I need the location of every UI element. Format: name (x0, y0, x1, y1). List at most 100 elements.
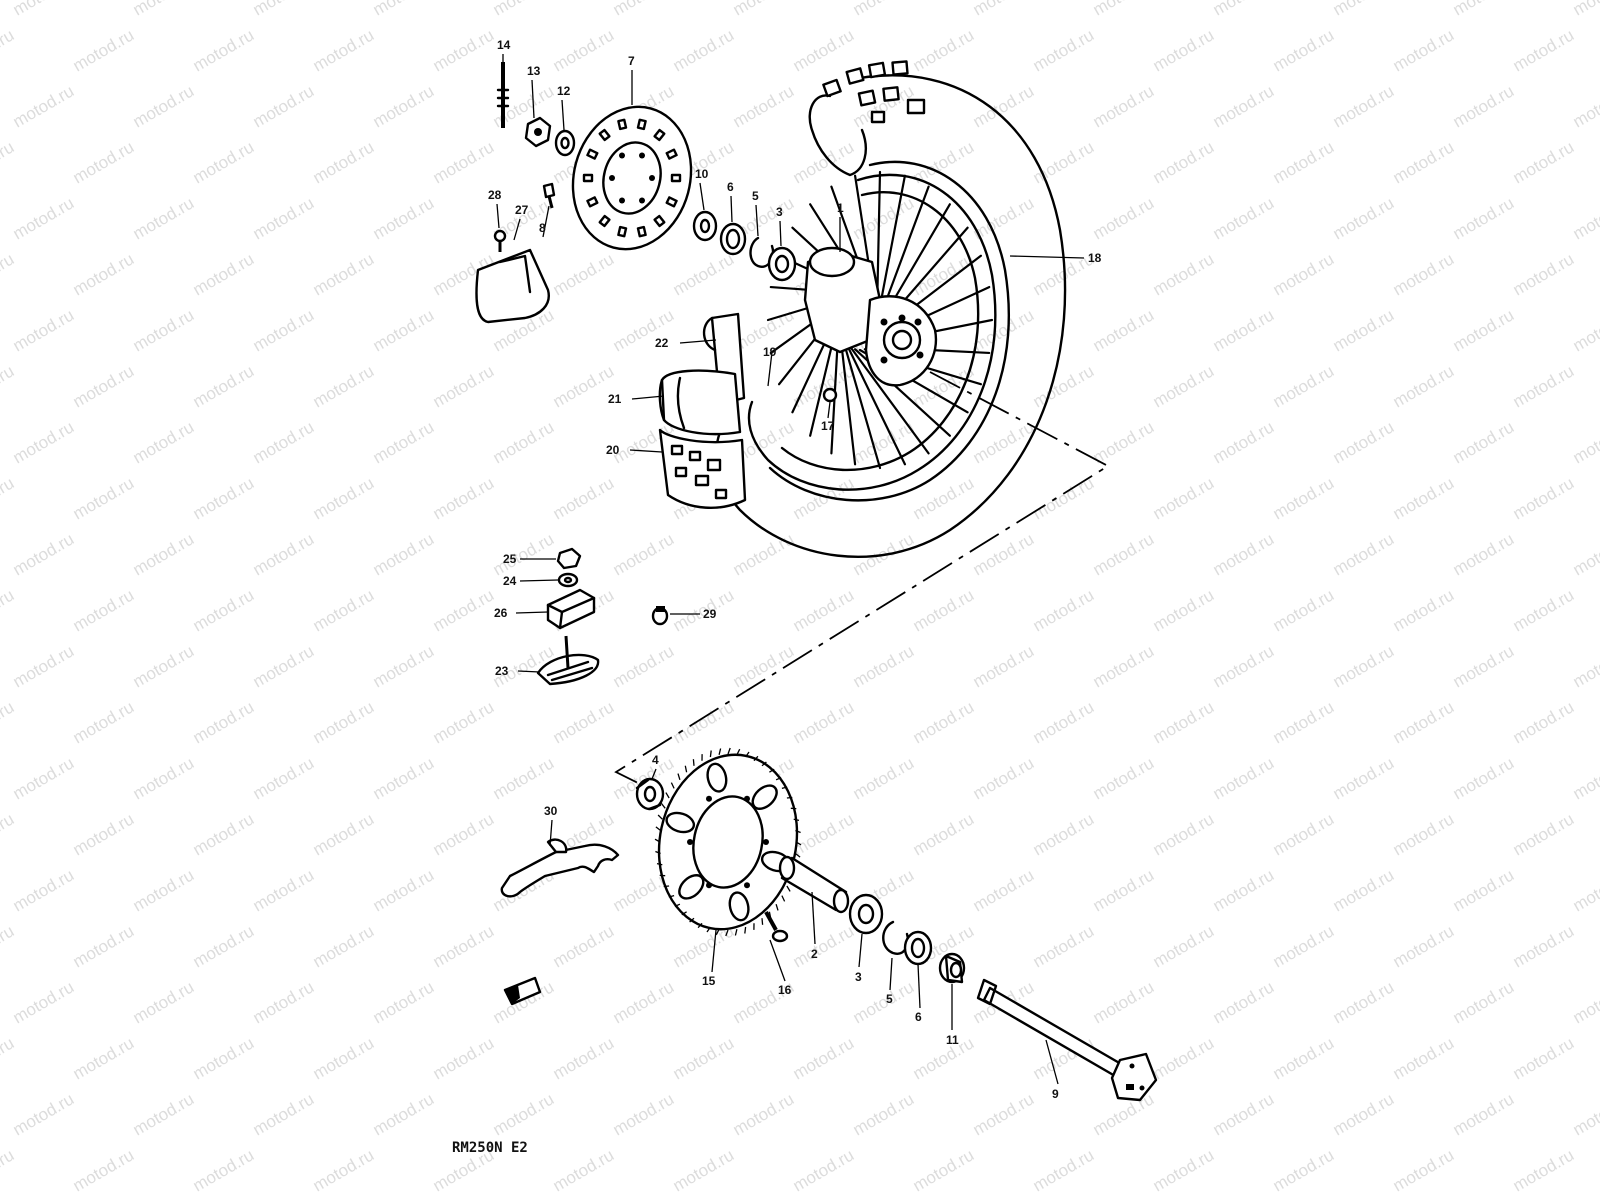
watermark-text: motod.ru (1390, 249, 1458, 299)
watermark-text: motod.ru (1330, 753, 1398, 803)
watermark-text: motod.ru (1330, 977, 1398, 1027)
watermark-text: motod.ru (1390, 585, 1458, 635)
watermark-text: motod.ru (1570, 305, 1600, 355)
callout-17: 17 (821, 419, 835, 433)
watermark-text: motod.ru (1090, 0, 1158, 19)
leader-line (1045, 1039, 1059, 1085)
watermark-text: motod.ru (1030, 585, 1098, 635)
watermark-text: motod.ru (1510, 809, 1578, 859)
watermark-text: motod.ru (1450, 977, 1518, 1027)
callout-3: 3 (776, 205, 783, 219)
watermark-text: motod.ru (1030, 473, 1098, 523)
watermark-text: motod.ru (430, 1033, 498, 1083)
watermark-text: motod.ru (1510, 473, 1578, 523)
callout-24: 24 (503, 574, 517, 588)
watermark-text: motod.ru (1330, 0, 1398, 19)
watermark-text: motod.ru (850, 1089, 918, 1139)
watermark-text: motod.ru (970, 0, 1038, 19)
watermark-text: motod.ru (490, 529, 558, 579)
leader-lines (496, 54, 1085, 1085)
watermark-text: motod.ru (0, 1145, 17, 1195)
watermark-text: motod.ru (190, 25, 258, 75)
watermark-text: motod.ru (1150, 473, 1218, 523)
watermark-text: motod.ru (1030, 697, 1098, 747)
watermark-text: motod.ru (1570, 417, 1600, 467)
watermark-text: motod.ru (310, 137, 378, 187)
rim-lock-parts (536, 547, 669, 686)
watermark-text: motod.ru (1210, 81, 1278, 131)
watermark-text: motod.ru (1210, 641, 1278, 691)
watermark-text: motod.ru (1570, 977, 1600, 1027)
watermark-text: motod.ru (790, 1145, 858, 1195)
watermark-text: motod.ru (490, 1089, 558, 1139)
watermark-text: motod.ru (10, 417, 78, 467)
disc-hole (653, 128, 666, 142)
callout-16: 16 (778, 983, 792, 997)
watermark-text: motod.ru (1450, 193, 1518, 243)
leader-line (679, 339, 717, 344)
watermark-text: motod.ru (250, 305, 318, 355)
watermark-text: motod.ru (430, 921, 498, 971)
spoke-wrench (500, 838, 620, 898)
watermark-text: motod.ru (670, 697, 738, 747)
watermark-text: motod.ru (70, 809, 138, 859)
tire-inner-edge (768, 160, 1010, 502)
disc-hole (670, 173, 682, 183)
leader-line (699, 182, 705, 211)
watermark-text: motod.ru (910, 697, 978, 747)
spoke (845, 342, 907, 466)
watermark-text: motod.ru (1510, 1145, 1578, 1195)
watermark-text: motod.ru (130, 1089, 198, 1139)
watermark-text: motod.ru (130, 865, 198, 915)
callout-6: 6 (727, 180, 734, 194)
watermark-text: motod.ru (1270, 921, 1338, 971)
watermark-text: motod.ru (1090, 865, 1158, 915)
disc-hole (586, 148, 599, 160)
watermark-text: motod.ru (70, 137, 138, 187)
rear-sprocket (654, 747, 802, 937)
sprocket-bolt-hole (687, 839, 693, 845)
watermark-text: motod.ru (850, 753, 918, 803)
watermark-text: motod.ru (970, 417, 1038, 467)
watermark-text: motod.ru (1270, 137, 1338, 187)
callout-2: 2 (811, 947, 818, 961)
watermark-text: motod.ru (430, 361, 498, 411)
watermark-text: motod.ru (0, 137, 17, 187)
watermark-text: motod.ru (1390, 473, 1458, 523)
sprocket-bolt-hole (744, 882, 750, 889)
watermark-text: motod.ru (1270, 697, 1338, 747)
watermark-text: motod.ru (610, 977, 678, 1027)
watermark-text: motod.ru (430, 473, 498, 523)
watermark-text: motod.ru (1270, 249, 1338, 299)
watermark-text: motod.ru (1390, 809, 1458, 859)
disc-hole (598, 214, 611, 228)
watermark-text: motod.ru (130, 753, 198, 803)
watermark-text: motod.ru (190, 473, 258, 523)
watermark-text: motod.ru (1390, 697, 1458, 747)
disc-washer (554, 129, 576, 157)
watermark-text: motod.ru (970, 865, 1038, 915)
watermark-text: motod.ru (1150, 1033, 1218, 1083)
watermark-text: motod.ru (550, 1033, 618, 1083)
watermark-text: motod.ru (10, 641, 78, 691)
callout-28: 28 (488, 188, 502, 202)
watermark-text: motod.ru (1390, 1033, 1458, 1083)
rear-wheel-assembly (475, 60, 1067, 558)
watermark-text: motod.ru (1150, 361, 1218, 411)
callout-25: 25 (503, 552, 517, 566)
tire-tread-blocks (822, 60, 926, 124)
callout-7: 7 (628, 54, 635, 68)
leader-line (561, 99, 565, 131)
leader-line (779, 220, 782, 247)
disc-bolt-hole (639, 152, 645, 159)
watermark-text: motod.ru (370, 193, 438, 243)
callout-20: 20 (606, 443, 620, 457)
watermark-text: motod.ru (310, 361, 378, 411)
watermark-text: motod.ru (730, 529, 798, 579)
disc-hole (617, 118, 628, 131)
spoke (880, 185, 930, 315)
watermark-text: motod.ru (250, 977, 318, 1027)
watermark-text: motod.ru (730, 81, 798, 131)
watermark-text: motod.ru (1330, 417, 1398, 467)
